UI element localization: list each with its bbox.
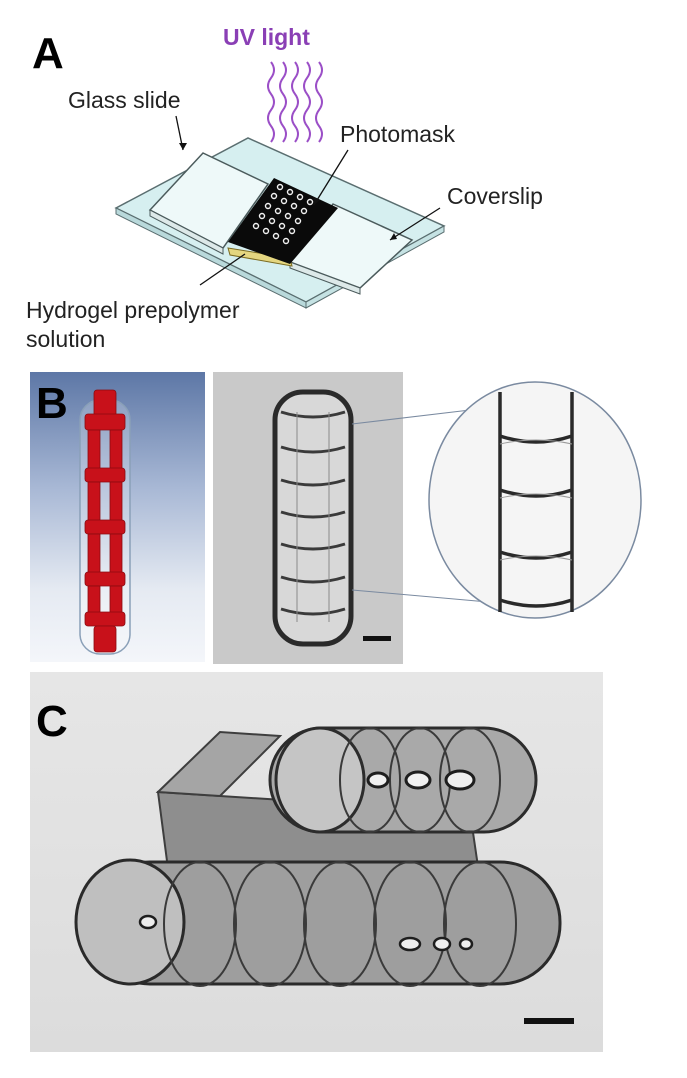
- scale-bar: [363, 636, 391, 641]
- uv-waves-icon: [267, 61, 323, 143]
- hydrogel-micrograph: [213, 372, 403, 664]
- photolithography-setup-diagram: [114, 115, 446, 309]
- panel-c-letter: C: [36, 697, 68, 746]
- glass-slide-label: Glass slide: [68, 87, 181, 113]
- scale-bar-c: [524, 1018, 574, 1024]
- assembled-tubes-image: [74, 726, 574, 1024]
- photomask-label: Photomask: [340, 121, 456, 147]
- hydrogel-label-line1: Hydrogel prepolymer: [26, 297, 240, 323]
- photomask-holes: [252, 183, 314, 245]
- assembled-structure-micrograph: [30, 672, 603, 1052]
- hydrogel-label: Hydrogel prepolymer solution: [26, 296, 239, 354]
- uv-light-label: UV light: [223, 24, 310, 50]
- hydrogel-tube-image: [272, 389, 391, 647]
- panel-a-letter: A: [32, 29, 64, 78]
- hydrogel-label-line2: solution: [26, 325, 106, 352]
- zoom-callout: [351, 381, 642, 619]
- red-hydrogel-structure: [79, 389, 131, 655]
- panel-b-letter: B: [36, 379, 68, 428]
- cad-render-panel: [30, 372, 205, 662]
- coverslip-label: Coverslip: [447, 183, 543, 209]
